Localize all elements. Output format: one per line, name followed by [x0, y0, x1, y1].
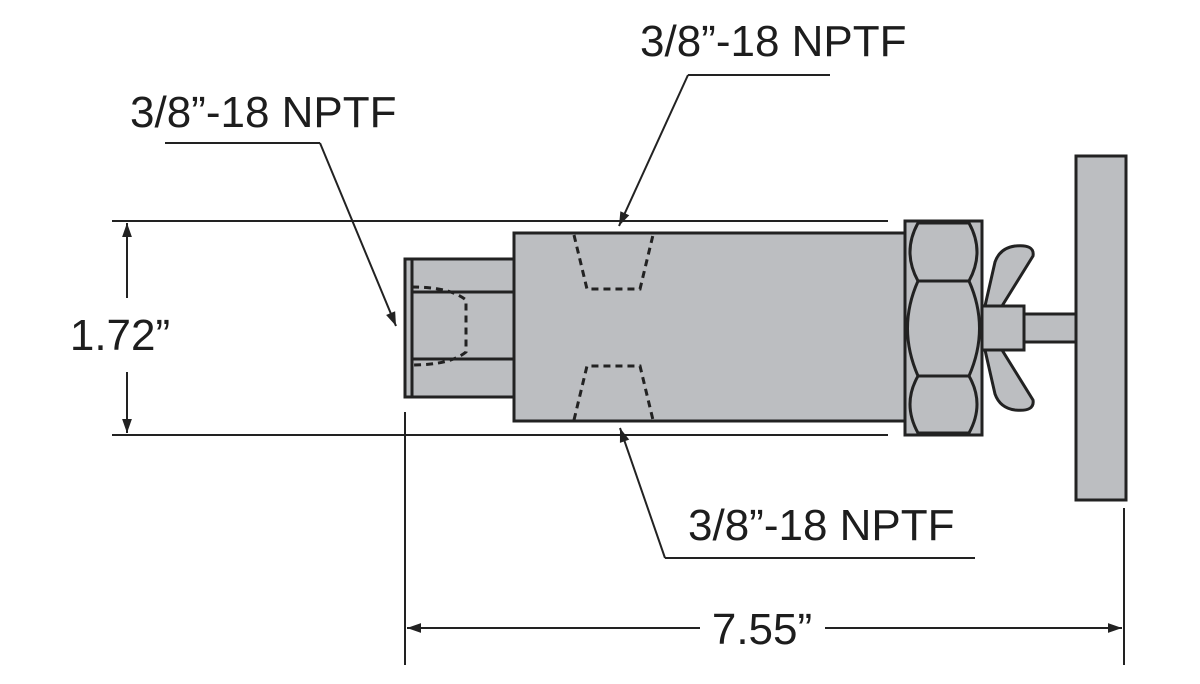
bottom-port-callout: 3/8”-18 NPTF [619, 427, 975, 559]
top-port-callout: 3/8”-18 NPTF [618, 17, 907, 227]
inlet-fitting [403, 257, 516, 399]
bottom-port-label: 3/8”-18 NPTF [688, 501, 955, 550]
handle-plate [1074, 154, 1128, 502]
left-port-label: 3/8”-18 NPTF [130, 88, 397, 137]
top-port-label: 3/8”-18 NPTF [640, 17, 907, 66]
left-port-callout: 3/8”-18 NPTF [130, 88, 397, 327]
wing-nut [983, 244, 1035, 412]
height-label: 1.72” [70, 311, 170, 360]
extension-lines [112, 220, 1125, 665]
length-dimension: 7.55” [407, 605, 1122, 654]
valve-body [512, 231, 907, 423]
height-dimension: 1.72” [70, 223, 170, 433]
stem-rod [1022, 312, 1078, 344]
length-label: 7.55” [712, 605, 812, 654]
stem-collar [980, 304, 1026, 352]
hex-nut [903, 219, 984, 437]
